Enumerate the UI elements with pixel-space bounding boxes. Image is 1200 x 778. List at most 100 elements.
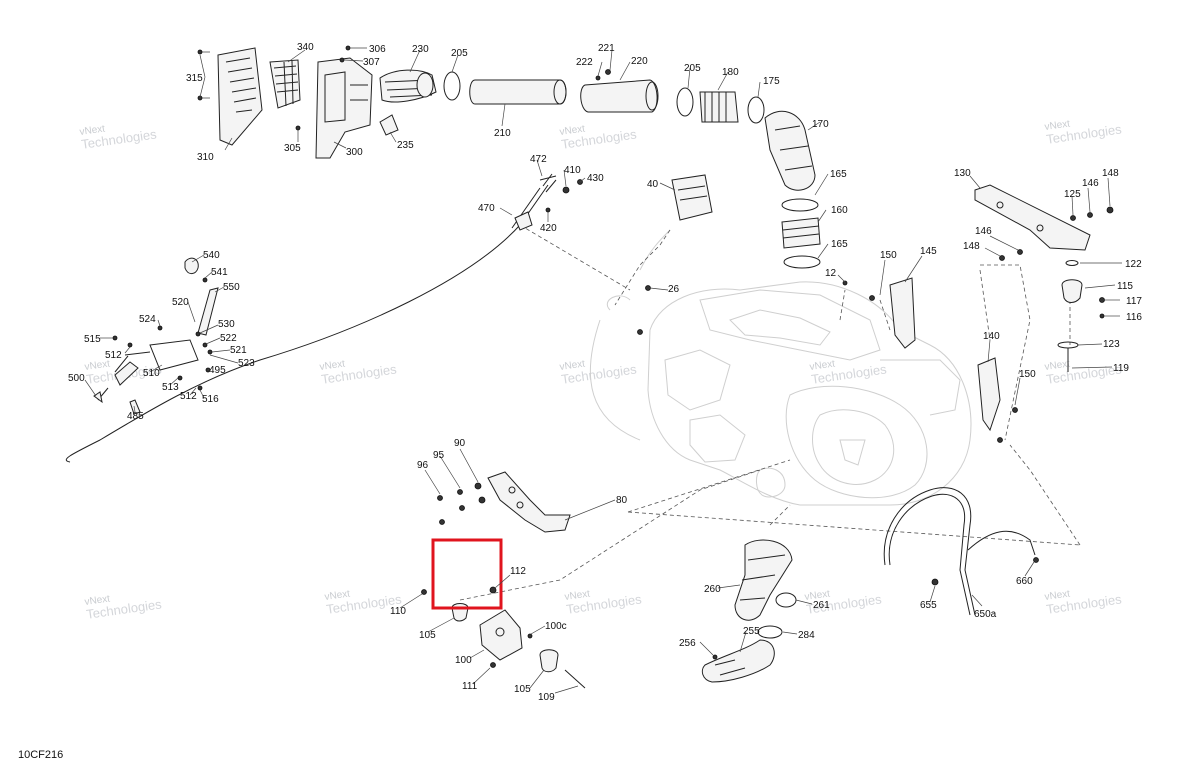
callout-472: 472 (530, 154, 547, 165)
callout-80: 80 (616, 495, 628, 506)
lever-assembly (93, 257, 219, 415)
intake-duct-260 (734, 539, 793, 621)
nut-100c (527, 633, 533, 639)
callout-146: 146 (975, 226, 992, 237)
callout-485: 485 (127, 411, 144, 422)
watermark: vNext Technologies (1044, 118, 1123, 146)
callout-100c: 100c (545, 621, 567, 632)
clamp-165a (781, 198, 819, 212)
bracket-235 (379, 114, 399, 136)
clamp-175 (747, 96, 765, 124)
watermark: vNext Technologies (559, 123, 638, 151)
callout-255: 255 (743, 626, 760, 637)
svg-text:vNext: vNext (804, 588, 831, 602)
screw-116 (1099, 313, 1105, 319)
callout-160: 160 (831, 205, 848, 216)
callout-512: 512 (105, 350, 122, 361)
leader-lines (84, 47, 1122, 694)
callout-150: 150 (1019, 369, 1036, 380)
callout-340: 340 (297, 42, 314, 53)
svg-text:vNext: vNext (1044, 118, 1071, 132)
svg-text:vNext: vNext (564, 588, 591, 602)
watermark: vNext Technologies (79, 123, 158, 151)
callout-310: 310 (197, 152, 214, 163)
ecm-module-40 (671, 174, 713, 221)
bracket-140 (977, 357, 1001, 432)
callout-170: 170 (812, 119, 829, 130)
callout-12: 12 (825, 268, 837, 279)
callout-222: 222 (576, 57, 593, 68)
callout-40: 40 (647, 179, 659, 190)
callout-522: 522 (220, 333, 237, 344)
rubber-mount-105b (539, 649, 559, 673)
bellows-180 (699, 91, 739, 123)
callout-96: 96 (417, 460, 429, 471)
callout-495: 495 (209, 365, 226, 376)
callout-175: 175 (763, 76, 780, 87)
callout-180: 180 (722, 67, 739, 78)
coupler-160 (781, 217, 821, 249)
callout-305: 305 (284, 143, 301, 154)
callout-430: 430 (587, 173, 604, 184)
hose-650a (883, 487, 1036, 616)
callout-500: 500 (68, 373, 85, 384)
assembly-lines (459, 224, 1081, 601)
watermark: vNext Technologies (84, 593, 163, 621)
callout-205: 205 (684, 63, 701, 74)
intake-boot (379, 69, 437, 103)
svg-text:vNext: vNext (84, 593, 111, 607)
svg-text:vNext: vNext (1044, 358, 1071, 372)
diagram-code: 10CF216 (18, 749, 63, 761)
rubber-mount-115 (1061, 279, 1083, 303)
callout-165: 165 (831, 239, 848, 250)
nut-148a (1106, 206, 1114, 214)
screw-26b (645, 285, 651, 291)
bracket-145 (889, 277, 916, 349)
callout-524: 524 (139, 314, 156, 325)
callout-420: 420 (540, 223, 557, 234)
callout-140: 140 (983, 331, 1000, 342)
watermark: vNext Technologies (1044, 358, 1123, 386)
engine-bracket-130 (974, 184, 1091, 251)
screw-110 (421, 589, 427, 595)
callout-90: 90 (454, 438, 466, 449)
screw-111 (490, 662, 496, 668)
callout-125: 125 (1064, 189, 1081, 200)
washer-146b (1017, 249, 1023, 255)
svg-text:vNext: vNext (79, 123, 106, 137)
callout-550: 550 (223, 282, 240, 293)
rubber-mount-105a (451, 603, 469, 622)
callout-660: 660 (1016, 576, 1033, 587)
rear-bracket-80 (487, 471, 571, 533)
callout-230: 230 (412, 44, 429, 55)
washer-146a (1087, 212, 1093, 218)
callout-515: 515 (84, 334, 101, 345)
callout-148: 148 (1102, 168, 1119, 179)
watermark: vNext Technologies (559, 358, 638, 386)
washer-123 (1057, 341, 1079, 349)
callout-105: 105 (514, 684, 531, 695)
watermark: vNext Technologies (1044, 588, 1123, 616)
engine-ghost-outline (589, 229, 972, 506)
intake-tube (469, 79, 567, 105)
clamp-205a (443, 71, 461, 101)
callout-130: 130 (954, 168, 971, 179)
screw-305 (295, 125, 301, 131)
screw-150a (869, 295, 875, 301)
callout-111: 111 (462, 681, 478, 692)
clamp-261 (775, 592, 797, 608)
callout-112: 112 (510, 566, 526, 577)
callout-650a: 650a (974, 609, 997, 620)
callout-541: 541 (211, 267, 228, 278)
callout-116: 116 (1126, 312, 1142, 323)
callout-220: 220 (631, 56, 648, 67)
callout-26: 26 (668, 284, 680, 295)
callout-146: 146 (1082, 178, 1099, 189)
clip-660 (1033, 557, 1039, 563)
airbox-filter (269, 59, 301, 109)
callout-95: 95 (433, 450, 445, 461)
callout-521: 521 (230, 345, 247, 356)
callout-470: 470 (478, 203, 495, 214)
callout-655: 655 (920, 600, 937, 611)
callout-306: 306 (369, 44, 386, 55)
